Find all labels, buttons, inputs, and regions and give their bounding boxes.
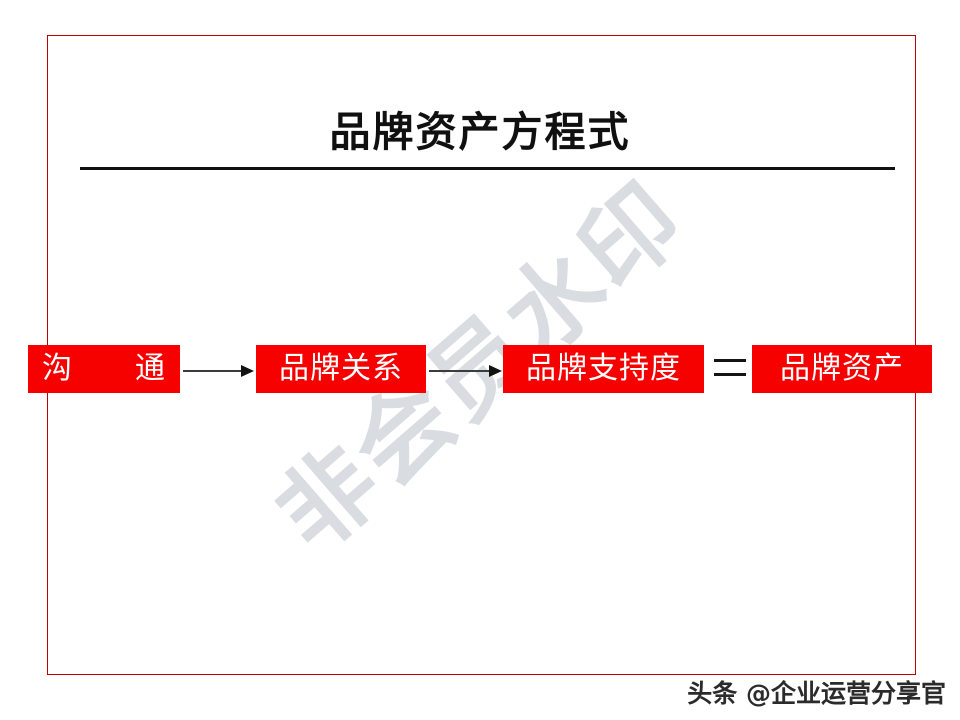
arrow-shaft (429, 370, 491, 372)
flow-node-communication[interactable]: 沟 通 (28, 345, 180, 393)
equals-bar-top (714, 359, 746, 362)
author-attribution: 头条 @企业运营分享官 (687, 679, 946, 708)
flow-node-brand-support[interactable]: 品牌支持度 (503, 345, 704, 393)
title-divider-rule (80, 167, 895, 170)
arrow-shaft (183, 370, 243, 372)
arrow-right-icon-1 (183, 363, 255, 379)
arrow-head (241, 365, 254, 377)
equals-bar-bottom (714, 373, 746, 376)
equals-sign-icon (712, 352, 748, 386)
arrow-head (489, 365, 502, 377)
arrow-right-icon-2 (429, 363, 503, 379)
flow-node-brand-equity[interactable]: 品牌资产 (752, 345, 932, 393)
flow-node-brand-relationship[interactable]: 品牌关系 (256, 345, 426, 393)
page-title: 品牌资产方程式 (329, 108, 631, 156)
